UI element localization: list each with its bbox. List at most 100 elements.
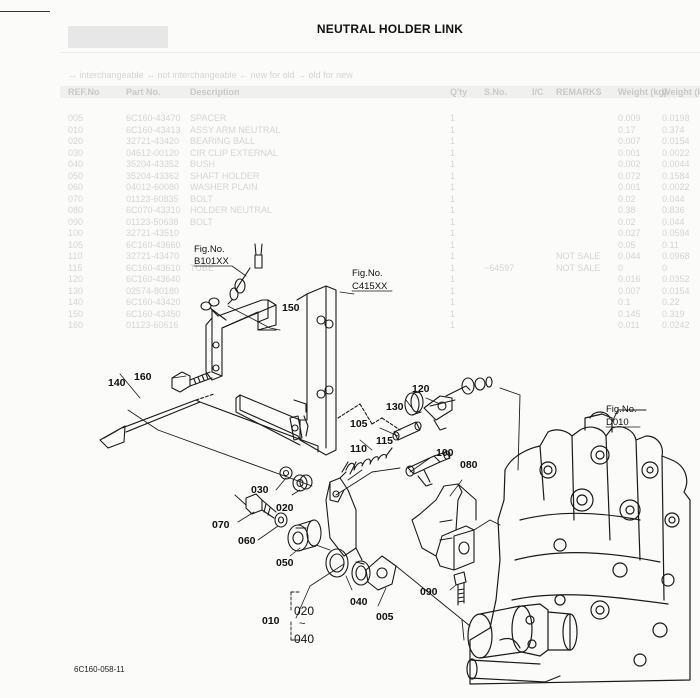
ghost-table-cell: HOLDER NEUTRAL [190,205,273,215]
frame-bracket [235,285,337,456]
ghost-header-cell: REF.No [68,87,100,97]
ghost-table-cell: 1 [450,239,456,250]
ref-030: 030 [251,484,269,496]
ghost-table-cell: 0 [618,262,624,273]
ghost-table-cell: 0.319 [662,308,685,319]
ref-160: 160 [134,371,152,383]
bracket-105-dashed [337,403,401,431]
ghost-table-cell: 160 [68,320,84,330]
ghost-table-cell: BUSH [190,159,216,169]
ghost-table-cell: 01123-60616 [126,320,179,330]
part-010-neutral-arm [325,471,363,561]
ghost-table-cell: 0.0242 [662,320,690,330]
ghost-table-cell: 0.009 [618,113,641,123]
ghost-table-cell: 050 [68,170,84,181]
ref-090: 090 [420,586,438,598]
ghost-header-band [60,86,700,98]
ghost-table-cell: 0.0154 [662,136,690,146]
ghost-header-cell: Description [190,87,240,97]
ghost-table-cell: 0.0968 [662,251,690,261]
ghost-header-cell: Q'ty [450,87,468,97]
ghost-table-cell: 0.11 [662,239,679,250]
ghost-table-cell: 04012-60080 [126,182,180,192]
ghost-table-cell: 32721-43470 [126,251,180,261]
ghost-table-cell: NOT SALE [556,251,601,261]
ghost-table-cell: 1 [450,228,456,238]
ghost-table-cell: 0 [662,262,668,273]
ref-005: 005 [376,611,394,623]
ghost-table-cell: 1 [450,124,456,135]
ghost-table-cell: SPACER [190,113,227,123]
ref-110: 110 [350,443,367,455]
part-005-spacer [365,555,397,591]
ghost-table-cell: CIR CLIP EXTERNAL [190,147,278,158]
ghost-table-cell: 0.02 [618,216,636,227]
ghost-table-cell: ~64597 [484,262,515,273]
ghost-table-cell: 0.027 [618,228,641,238]
ghost-table-cell: 6C160-43413 [126,124,181,135]
ghost-table-cell: 1 [450,308,456,319]
part-040-bush [325,548,371,586]
ghost-legend: ↔ interchangeable ↔ not interchangeable … [68,70,353,80]
ghost-table-cell: 0.05 [618,239,636,250]
ghost-table-cell: 020 [68,136,84,146]
ghost-table-cell: 140 [68,297,84,307]
ref-tilde: ~ [299,618,305,630]
part-110-spring [341,447,393,475]
fig-b101-line2: B101XX [194,256,230,267]
ghost-table-cell: 6C160-43640 [126,274,181,284]
ghost-header-cell: S.No. [484,87,508,97]
ghost-table-cell: 150 [68,308,84,319]
ghost-table-cell: 070 [68,193,84,204]
part-130-nut [404,391,424,416]
ref-115: 115 [376,435,393,447]
fig-b101-line1: Fig.No. [194,244,225,255]
ghost-table-cell: 0.002 [618,159,641,169]
ghost-table-cell: 0.1 [618,297,631,307]
ghost-table-cell: 0.0154 [662,285,690,296]
ghost-table-cell: 030 [68,147,84,158]
ghost-table-cell: 1 [450,216,456,227]
ghost-table-cell: 0.001 [618,147,641,158]
corner-rule [0,11,50,12]
ghost-table-cell: BEARING BALL [190,136,256,146]
ghost-table-cell: 0.072 [618,170,641,181]
ghost-table-cell: 0.0044 [662,159,690,169]
ghost-table-cell: TUBE [190,262,215,273]
ghost-table-cell: 0.0022 [662,147,690,158]
ghost-table-cell: 1 [450,182,456,192]
ghost-table-cell: 1 [450,159,456,169]
part-090-bolt [453,571,467,606]
ghost-table-cell: 6C160-43450 [126,308,181,319]
fig-d010-line1: Fig.No. [606,404,637,415]
ref-050: 050 [276,557,294,569]
ghost-table-cell: 0.044 [662,193,685,204]
drawing-number: 6C160-058-11 [74,665,125,674]
ghost-table-cell: ASSY ARM NEUTRAL [190,124,281,135]
ref-105: 105 [350,418,368,430]
ghost-table-cell: 6C160-43660 [126,239,181,250]
ghost-table-cell: 110 [68,251,83,261]
ghost-table-cell: 1 [450,147,456,158]
ghost-table-cell: SHAFT HOLDER [190,170,260,181]
ghost-table-cell: BOLT [190,216,213,227]
ref-040: 040 [350,596,368,608]
ghost-header-cell: I/C [532,87,544,97]
ghost-table-cell: 01123-60835 [126,193,179,204]
ghost-table-cell: 6C160-43470 [126,113,181,123]
part-140-rod [99,393,319,453]
ref-120: 120 [412,383,430,395]
ref-100: 100 [436,447,454,459]
transmission-case [466,411,691,685]
part-060-washer [274,512,288,528]
part-070-bolt [245,493,277,519]
ghost-table-cell: 1 [450,170,456,181]
callout-underlines [193,265,641,428]
ghost-table-cell: 32721-43510 [126,228,180,238]
ghost-table-cell: 115 [68,262,83,273]
ghost-header-cell: Part No. [126,87,161,97]
ghost-table-cell: NOT SALE [556,262,601,273]
ghost-table-cell: 35204-43352 [126,159,180,169]
ghost-table-cell: 080 [68,205,84,215]
ghost-table-cell: 0.836 [662,205,685,215]
